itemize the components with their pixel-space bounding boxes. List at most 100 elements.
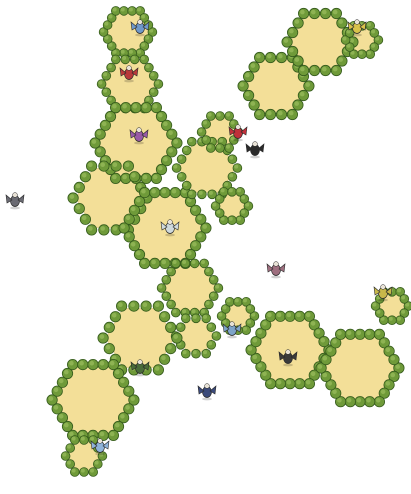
bush-highlight — [103, 72, 107, 76]
bush-highlight — [208, 145, 212, 149]
bush-highlight — [267, 380, 272, 385]
bush-highlight — [226, 145, 230, 149]
bush-highlight — [64, 423, 69, 428]
bush-highlight — [113, 56, 117, 60]
bush-highlight — [197, 216, 202, 221]
bush-highlight — [247, 320, 251, 324]
bush-highlight — [189, 191, 193, 195]
bush-highlight — [227, 298, 231, 302]
bush-highlight — [122, 175, 127, 180]
bush-highlight — [104, 22, 108, 26]
bush-highlight — [192, 207, 197, 212]
bush-highlight — [295, 57, 300, 62]
bush-highlight — [243, 298, 247, 302]
bush-highlight — [193, 315, 197, 319]
bush-highlight — [257, 330, 262, 335]
bush-highlight — [103, 89, 107, 93]
bush-highlight — [231, 121, 235, 125]
bush-highlight — [217, 196, 221, 200]
bush-highlight — [294, 101, 299, 106]
bush-highlight — [289, 29, 294, 34]
bush-highlight — [67, 445, 71, 449]
bush-highlight — [333, 67, 338, 72]
bush-highlight — [100, 29, 104, 33]
bush-highlight — [219, 138, 223, 142]
bush-highlight — [49, 396, 54, 401]
mauve-flyer-icon — [267, 262, 285, 279]
bush-highlight — [161, 313, 166, 318]
bush-highlight — [287, 313, 292, 318]
bush-highlight — [100, 226, 105, 231]
bush-highlight — [253, 338, 258, 343]
bush-highlight — [69, 361, 74, 366]
unit-mauve-flyer[interactable] — [267, 262, 285, 279]
bush-highlight — [143, 104, 148, 109]
bush-highlight — [234, 165, 238, 169]
bush-highlight — [381, 390, 386, 395]
bush-highlight — [209, 191, 213, 195]
bush-highlight — [296, 313, 301, 318]
bush-highlight — [208, 324, 212, 328]
navy-flyer-icon — [198, 384, 216, 401]
bush-highlight — [79, 361, 84, 366]
bush-highlight — [145, 36, 149, 40]
bush-highlight — [217, 145, 221, 149]
bush-highlight — [201, 260, 205, 264]
bush-highlight — [67, 461, 71, 465]
bush-highlight — [338, 19, 343, 24]
bush-highlight — [161, 356, 166, 361]
bush-highlight — [173, 334, 178, 339]
bush-highlight — [367, 51, 371, 55]
bush-highlight — [64, 370, 69, 375]
bush-highlight — [112, 104, 117, 109]
bush-highlight — [97, 131, 102, 136]
bush-highlight — [357, 331, 362, 336]
bush-highlight — [235, 298, 239, 302]
bush-highlight — [229, 173, 233, 177]
bush-highlight — [113, 162, 118, 167]
bush-highlight — [245, 92, 250, 97]
bush-highlight — [110, 432, 115, 437]
bush-highlight — [251, 101, 256, 106]
bush-highlight — [229, 188, 233, 192]
bush-highlight — [323, 373, 328, 378]
bush-highlight — [401, 296, 405, 300]
unit-gray-flyer-left[interactable] — [6, 193, 24, 210]
bush-highlight — [237, 188, 241, 192]
bush-highlight — [184, 147, 188, 151]
bush-highlight — [168, 148, 173, 153]
bush-highlight — [158, 285, 162, 289]
bush-highlight — [287, 380, 292, 385]
bush-highlight — [113, 8, 117, 12]
bush-highlight — [106, 345, 111, 350]
bush-highlight — [155, 366, 160, 371]
bush-highlight — [278, 54, 283, 59]
bush-highlight — [327, 348, 332, 353]
bush-highlight — [97, 148, 102, 153]
bush-highlight — [201, 309, 205, 313]
bush-highlight — [401, 310, 405, 314]
bush-highlight — [141, 260, 146, 265]
bush-highlight — [163, 293, 167, 297]
unit-black-raven[interactable] — [246, 142, 264, 159]
bush-highlight — [229, 156, 233, 160]
bush-highlight — [125, 162, 130, 167]
bush-highlight — [376, 398, 381, 403]
unit-navy-flyer[interactable] — [198, 384, 216, 401]
bush-highlight — [173, 260, 177, 264]
bush-highlight — [113, 226, 118, 231]
bush-highlight — [240, 82, 245, 87]
bush-highlight — [245, 73, 250, 78]
bush-highlight — [173, 139, 178, 144]
bush-highlight — [183, 350, 187, 354]
bush-highlight — [143, 302, 148, 307]
bush-highlight — [100, 432, 105, 437]
bush-highlight — [337, 331, 342, 336]
bush-highlight — [316, 330, 321, 335]
bush-highlight — [129, 50, 133, 54]
bush-highlight — [389, 317, 393, 321]
bush-highlight — [251, 63, 256, 68]
bush-highlight — [192, 242, 197, 247]
bush-highlight — [397, 288, 401, 292]
bush-highlight — [241, 210, 245, 214]
